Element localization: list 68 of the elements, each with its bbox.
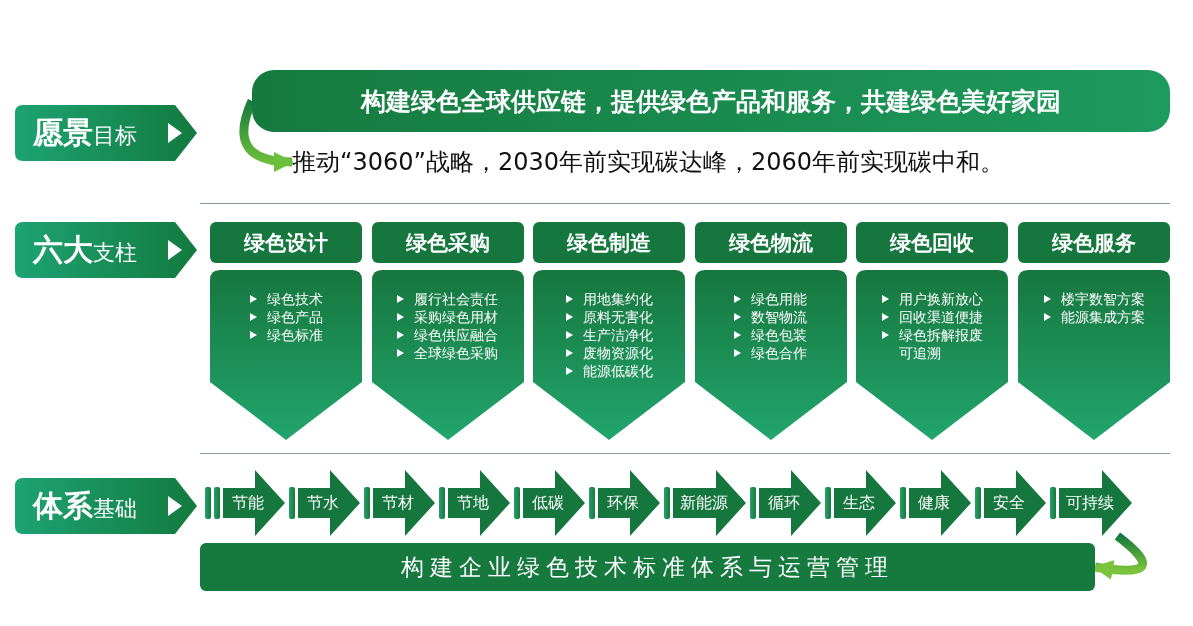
step-label: 生态: [842, 491, 876, 514]
pillar-panel: [1018, 270, 1170, 440]
bullet-text: 生产洁净化: [582, 327, 653, 343]
step-label: 可持续: [1064, 491, 1115, 514]
pillar-header: 绿色设计: [210, 222, 362, 263]
bullet-text: 全球绿色采购: [414, 345, 499, 361]
step-label: 节地: [456, 491, 490, 514]
bullet-text: 采购绿色用材: [414, 309, 499, 325]
bullet-text: 绿色合作: [751, 345, 808, 361]
bullet-text: 能源低碳化: [582, 363, 653, 379]
section-tag: [15, 105, 197, 161]
bullet-text: 绿色供应融合: [414, 327, 499, 343]
step-label: 节材: [381, 491, 415, 514]
bullet-text: 能源集成方案: [1060, 309, 1145, 325]
arrow-step: [984, 470, 1046, 536]
step-label: 循环: [767, 491, 801, 514]
subtitle-text: 推动“3060”战略，2030年前实现碳达峰，2060年前实现碳中和。: [292, 146, 1005, 178]
bullet-text: 废物资源化: [582, 345, 653, 361]
bullet-text: 用户换新放心: [898, 291, 983, 307]
pillar-panel: [371, 270, 524, 440]
bullet-text: 原料无害化: [582, 309, 653, 325]
bullet-text: 履行社会责任: [414, 291, 499, 307]
arrow-step: [298, 470, 360, 536]
step-label: 节能: [231, 491, 265, 514]
pillar-panel: [210, 270, 362, 440]
bullet-text: 数智物流: [751, 309, 808, 325]
section-title: 六大支柱: [33, 231, 137, 269]
section-tag: [15, 222, 197, 278]
arrow-step: [223, 470, 285, 536]
section-title: 体系基础: [33, 487, 137, 525]
bullet-text: 绿色标准: [266, 327, 323, 343]
bullet-text: 用地集约化: [582, 291, 653, 307]
bullet-text: 绿色拆解报废可追溯: [898, 326, 984, 362]
step-label: 节水: [306, 491, 340, 514]
pillar-header: 绿色回收: [856, 222, 1009, 263]
bullet-text: 楼宇数智方案: [1060, 291, 1145, 307]
bullet-text: 绿色技术: [266, 291, 323, 307]
step-label: 环保: [606, 491, 640, 514]
arrow-step: [673, 470, 746, 536]
vision-banner: 构建绿色全球供应链，提供绿色产品和服务，共建绿色美好家园: [252, 70, 1170, 132]
bullet-text: 回收渠道便捷: [898, 309, 983, 325]
curved-arrow: [1093, 532, 1147, 580]
arrow-step: [448, 470, 510, 536]
step-label: 安全: [992, 491, 1026, 514]
arrow-step: [759, 470, 821, 536]
arrow-step: [1059, 470, 1132, 536]
step-label: 健康: [917, 491, 951, 514]
pillar-header: 绿色制造: [533, 222, 686, 263]
section-tag: [15, 478, 197, 534]
pillar-panel: [533, 270, 686, 440]
bullet-text: 绿色包装: [751, 327, 808, 343]
bullet-text: 绿色用能: [751, 291, 808, 307]
arrow-step: [598, 470, 660, 536]
curved-arrow: [239, 99, 294, 172]
bullet-text: 绿色产品: [266, 309, 323, 325]
pillar-panel: [856, 270, 1009, 440]
section-title: 愿景目标: [33, 114, 137, 152]
pillar-header: 绿色采购: [371, 222, 524, 263]
step-label: 低碳: [531, 491, 565, 514]
pillar-header: 绿色物流: [694, 222, 847, 263]
pillar-header: 绿色服务: [1018, 222, 1170, 263]
step-label: 新能源: [678, 491, 729, 514]
arrow-step: [834, 470, 896, 536]
pillar-panel: [694, 270, 847, 440]
arrow-step: [373, 470, 435, 536]
foundation-bar: 构建企业绿色技术标准体系与运营管理: [200, 543, 1095, 591]
arrow-step: [523, 470, 585, 536]
arrow-step: [909, 470, 971, 536]
